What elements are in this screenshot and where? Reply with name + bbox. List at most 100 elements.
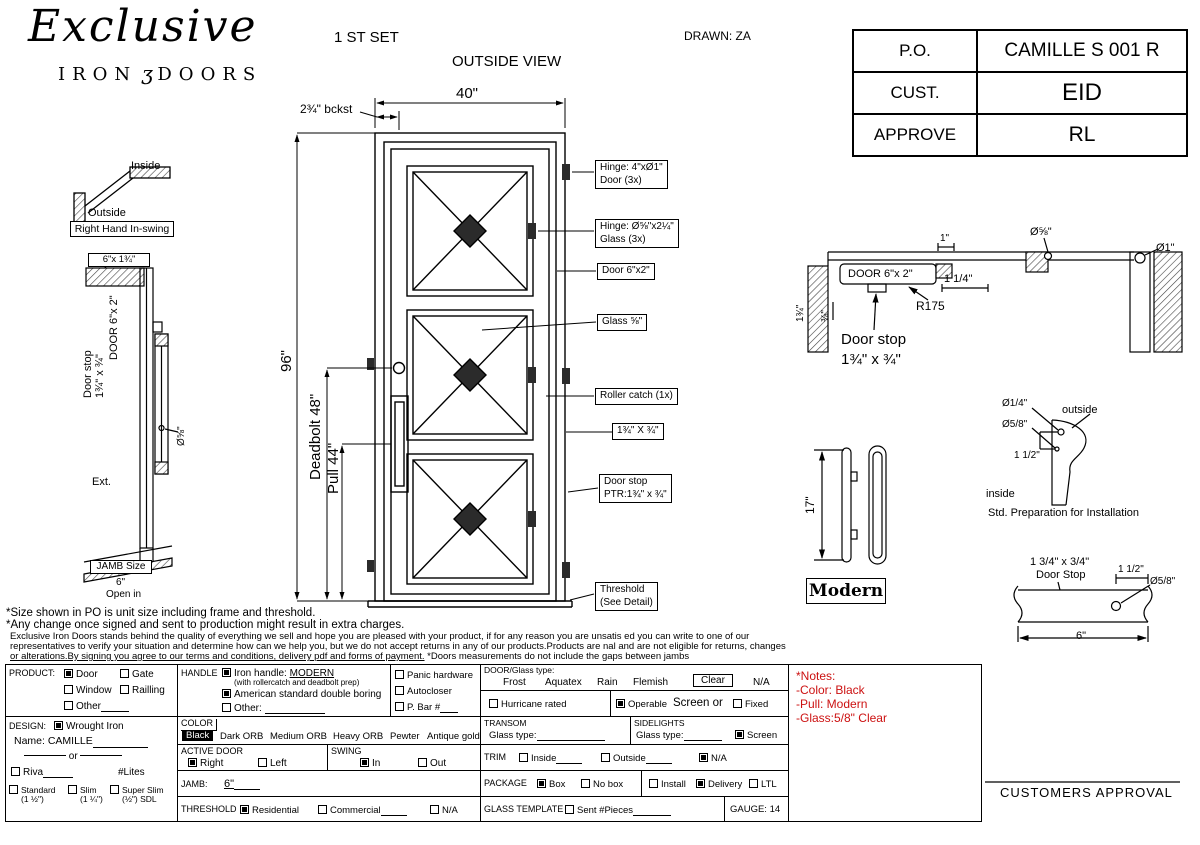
- checkbox-autocloser[interactable]: Autocloser: [395, 686, 452, 697]
- checkbox-no-box[interactable]: No box: [581, 779, 623, 790]
- checkbox-standard[interactable]: Standard(1 ½"): [9, 785, 56, 805]
- divider: [80, 753, 123, 756]
- color-section: COLOR Black Dark ORB Medium ORB Heavy OR…: [177, 716, 481, 745]
- checkbox-threshold-na[interactable]: N/A: [430, 805, 458, 816]
- checkbox-sent-pieces[interactable]: Sent #Pieces: [565, 805, 671, 817]
- checkbox-box[interactable]: Box: [537, 779, 565, 790]
- glass-type-section: DOOR/Glass type: Frost Aquatex Rain Flem…: [480, 664, 789, 691]
- install-inside-label: inside: [986, 488, 1015, 500]
- door-panel-3: [406, 453, 536, 585]
- cust-value: EID: [976, 71, 1188, 115]
- blank-line: [380, 808, 407, 817]
- install-outside-label: outside: [1062, 404, 1098, 416]
- checkbox-hurricane[interactable]: Hurricane rated: [489, 699, 566, 710]
- glass-template-section: GLASS TEMPLATE Sent #Pieces GAUGE: 14: [480, 796, 789, 822]
- checkbox-gate[interactable]: Gate: [120, 669, 154, 680]
- glass-option-clear-selected[interactable]: Clear: [693, 674, 733, 687]
- checkbox-ltl[interactable]: LTL: [749, 779, 777, 790]
- callout-door-stop: Door stop PTR:1¾" x ¾": [599, 474, 672, 503]
- blank-line: [101, 704, 130, 712]
- checkbox-door[interactable]: Door: [64, 669, 98, 680]
- handle-section: HANDLE Iron handle: MODERN (with rollerc…: [177, 664, 391, 717]
- checkbox-install[interactable]: Install: [649, 779, 686, 790]
- checkbox-residential[interactable]: Residential: [240, 805, 299, 816]
- jamb-head-dim: 6"x 1¾": [88, 253, 150, 267]
- red-notes-section: *Notes: -Color: Black -Pull: Modern -Gla…: [788, 664, 982, 822]
- checkbox-screen[interactable]: Screen: [735, 730, 777, 741]
- view-label: OUTSIDE VIEW: [452, 53, 562, 70]
- color-option-dark-orb[interactable]: Dark ORB: [220, 731, 264, 742]
- checkbox-other-product[interactable]: Other: [64, 701, 130, 712]
- checkbox-commercial[interactable]: Commercial: [318, 805, 407, 817]
- sidelights-label: SIDELIGHTS: [634, 718, 685, 728]
- checkbox-iron-handle[interactable]: Iron handle: MODERN: [222, 668, 334, 679]
- checkbox-panic-hardware[interactable]: Panic hardware: [395, 670, 473, 681]
- swing-label: SWING: [331, 746, 362, 756]
- red-note-glass: -Glass:5/8" Clear: [796, 711, 887, 725]
- transom-glass-type: Glass type:: [489, 730, 605, 742]
- checkbox-left[interactable]: Left: [258, 758, 287, 769]
- jamb-doorstop-dim: Door stop 1¾" x ¾": [82, 350, 107, 398]
- install-caption: Std. Preparation for Installation: [988, 507, 1140, 519]
- head-dim-3-8: ⅜": [820, 310, 831, 322]
- blank-line: [645, 756, 672, 765]
- install-dim-1-1-2: 1 1/2": [1014, 450, 1040, 461]
- head-dia-5-8: Ø⅝": [1030, 226, 1052, 238]
- stop-name-label: Door Stop: [1036, 569, 1086, 581]
- checkbox-wrought-iron[interactable]: Wrought Iron: [54, 721, 124, 732]
- lites-label: #Lites: [118, 767, 145, 778]
- swing-caption: Right Hand In-swing: [70, 221, 174, 237]
- logo-word-doors: DOORS: [157, 64, 263, 85]
- door-panel-2: [406, 309, 536, 441]
- checkbox-trim-na[interactable]: N/A: [699, 753, 727, 764]
- checkbox-operable[interactable]: Operable: [616, 699, 667, 710]
- checkbox-riva[interactable]: Riva: [11, 767, 74, 778]
- color-option-medium-orb[interactable]: Medium ORB: [270, 731, 328, 742]
- blank-line: [43, 770, 74, 778]
- checkbox-in[interactable]: In: [360, 758, 380, 769]
- jamb-size-label: JAMB Size: [90, 560, 152, 574]
- checkbox-trim-inside[interactable]: Inside: [519, 753, 583, 765]
- checkbox-right[interactable]: Right: [188, 758, 223, 769]
- checkbox-trim-outside[interactable]: Outside: [601, 753, 672, 765]
- pull-handle: [390, 395, 409, 493]
- checkbox-window[interactable]: Window: [64, 685, 112, 696]
- blank-line: [683, 733, 722, 742]
- head-dim-1: 1": [940, 233, 950, 244]
- glass-option-aquatex[interactable]: Aquatex: [545, 677, 582, 688]
- head-stop-size: 1¾" x ¾": [841, 351, 901, 368]
- active-door-label: ACTIVE DOOR: [181, 746, 244, 756]
- color-option-black[interactable]: Black: [182, 730, 214, 741]
- checkbox-p-bar[interactable]: P. Bar #: [395, 702, 459, 714]
- checkbox-delivery[interactable]: Delivery: [696, 779, 742, 790]
- color-option-heavy-orb[interactable]: Heavy ORB: [333, 731, 384, 742]
- checkbox-slim[interactable]: Slim(1 ¼"): [68, 785, 103, 805]
- glass-option-na[interactable]: N/A: [753, 677, 770, 688]
- glass-option-rain[interactable]: Rain: [597, 677, 618, 688]
- blank-line: [440, 705, 459, 714]
- swing-section: SWING In Out: [327, 744, 481, 771]
- glass-option-frost[interactable]: Frost: [503, 677, 526, 688]
- checkbox-railling[interactable]: Railling: [120, 685, 165, 696]
- color-option-pewter[interactable]: Pewter: [390, 731, 420, 742]
- blank-line: [234, 782, 261, 791]
- checkbox-out[interactable]: Out: [418, 758, 446, 769]
- approve-label: APPROVE: [852, 113, 978, 157]
- screen-or-label: Screen or: [673, 697, 723, 709]
- design-or-divider: or: [24, 751, 123, 762]
- cust-label: CUST.: [852, 71, 978, 115]
- design-section: DESIGN: Wrought Iron Name: CAMILLE or Ri…: [5, 716, 178, 822]
- checkbox-super-slim[interactable]: Super Slim(½") SDL: [110, 785, 164, 805]
- glass-option-flemish[interactable]: Flemish: [633, 677, 669, 688]
- checkbox-other-handle[interactable]: Other:: [222, 703, 325, 714]
- blank-line: [556, 756, 583, 765]
- install-detail-linework: [1031, 407, 1091, 506]
- checkbox-american-boring[interactable]: American standard double boring: [222, 689, 381, 700]
- jamb-glass-dia: Ø⅝": [176, 426, 187, 446]
- checkbox-fixed[interactable]: Fixed: [733, 699, 768, 710]
- color-option-antique-gold[interactable]: Antique gold: [427, 731, 480, 742]
- jamb-label: JAMB:: [181, 779, 208, 789]
- door-elevation-linework: [367, 132, 573, 608]
- package-section: PACKAGE Box No box Install Delivery LTL: [480, 770, 789, 797]
- customers-approval-label: CUSTOMERS APPROVAL: [1000, 785, 1173, 800]
